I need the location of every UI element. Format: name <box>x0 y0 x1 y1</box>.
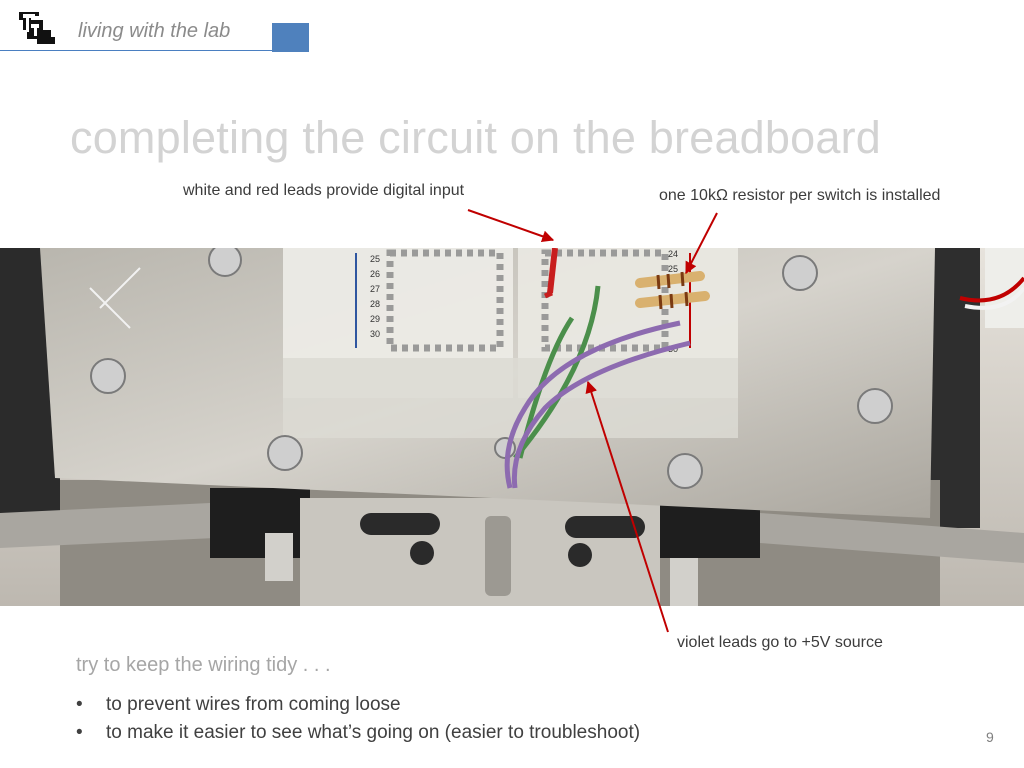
header-accent-box <box>272 23 309 52</box>
row-label: 28 <box>370 299 380 309</box>
bullet-text: to make it easier to see what’s going on… <box>106 722 641 743</box>
row-label: 26 <box>370 269 380 279</box>
bullet-text: to prevent wires from coming loose <box>106 694 401 715</box>
list-item: • to make it easier to see what’s going … <box>76 720 640 748</box>
brand-text: living with the lab <box>78 20 231 42</box>
callout-resistor: one 10kΩ resistor per switch is installe… <box>659 187 941 204</box>
bullet-icon: • <box>76 722 83 743</box>
bullet-list: • to prevent wires from coming loose • t… <box>76 692 640 748</box>
row-label: 29 <box>370 314 380 324</box>
row-label: 30 <box>370 329 380 339</box>
louisiana-tech-logo <box>19 12 55 44</box>
row-label: 25 <box>668 264 678 274</box>
list-item: • to prevent wires from coming loose <box>76 692 640 720</box>
bullet-icon: • <box>76 694 83 715</box>
row-label: 27 <box>370 284 380 294</box>
page-number: 9 <box>986 729 994 745</box>
breadboard-photo: 25 26 27 28 29 30 24 25 30 <box>0 248 1024 606</box>
slide-title: completing the circuit on the breadboard <box>70 112 881 163</box>
subheading: try to keep the wiring tidy . . . <box>76 654 331 676</box>
header-bar: living with the lab <box>0 0 310 52</box>
arrow-digital-input <box>467 209 555 243</box>
row-label: 25 <box>370 254 380 264</box>
header-rule <box>0 50 309 51</box>
callout-violet-leads: violet leads go to +5V source <box>677 634 883 651</box>
callout-digital-input: white and red leads provide digital inpu… <box>183 182 465 199</box>
row-label: 24 <box>668 249 678 259</box>
